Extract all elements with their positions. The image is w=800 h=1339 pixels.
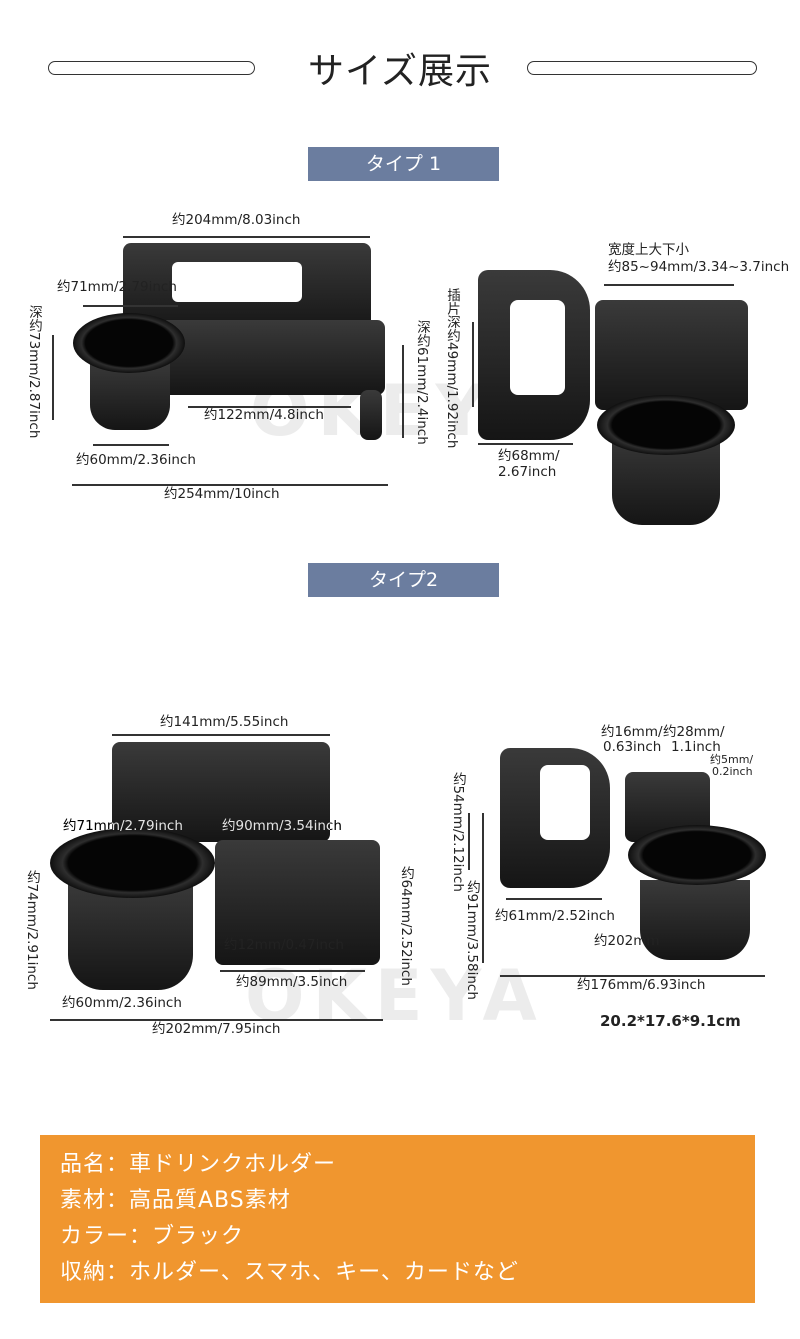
cup-holder — [628, 825, 766, 885]
dim-line — [188, 406, 351, 408]
info-storage: 収納：ホルダー、スマホ、キー、カードなど — [60, 1260, 519, 1285]
overall-size: 20.2*17.6*9.1cm — [600, 1012, 741, 1030]
dim-label: 约71mm/2.79inch — [57, 279, 177, 295]
dim-line — [93, 444, 169, 446]
dim-label: 约60mm/2.36inch — [76, 452, 196, 468]
dim-label: 约64mm/2.52inch — [398, 866, 414, 986]
dim-label: 插片深约49mm/1.92inch — [444, 288, 460, 449]
title-divider-left — [48, 61, 255, 75]
dim-line — [500, 975, 765, 977]
dim-label: 约71mm/2.79inch — [63, 818, 183, 834]
type2-label: タイプ2 — [308, 563, 499, 597]
dim-label: 约204mm/8.03inch — [172, 212, 301, 228]
cup-holder — [597, 395, 735, 455]
dim-label: 约202mm/7.95inch — [152, 1021, 281, 1037]
dim-label: 约254mm/10inch — [164, 486, 280, 502]
cup-holder — [50, 828, 215, 898]
dim-label: 约91mm/3.58inch — [464, 880, 480, 1000]
dim-line — [478, 443, 573, 445]
dim-line — [402, 345, 404, 438]
dim-label: 约89mm/3.5inch — [236, 974, 348, 990]
dim-line — [220, 970, 365, 972]
dim-line — [72, 484, 388, 486]
dim-line — [52, 335, 54, 420]
dim-label: 0.2inch — [712, 765, 753, 778]
dim-label: 约60mm/2.36inch — [62, 995, 182, 1011]
dim-line — [123, 236, 370, 238]
product-tray — [215, 840, 380, 965]
title-divider-right — [527, 61, 757, 75]
dim-label: 0.63inch — [603, 739, 662, 755]
panel-slot — [172, 262, 302, 302]
dim-line — [468, 813, 470, 870]
dim-line — [472, 322, 474, 407]
cup-holder — [73, 313, 185, 373]
dim-label: 约68mm/ — [498, 448, 560, 464]
dim-label: 1.1inch — [671, 739, 721, 755]
cup-body — [68, 880, 193, 990]
info-material: 素材：高品質ABS素材 — [60, 1188, 291, 1213]
product-leg — [360, 390, 382, 440]
product-tray — [160, 320, 385, 395]
dim-label: 约202mm — [594, 933, 660, 949]
dim-label: 约85~94mm/3.34~3.7inch — [608, 259, 790, 275]
dim-label: 宽度上大下小 — [608, 242, 689, 258]
dim-label: 约54mm/2.12inch — [450, 772, 466, 892]
watermark: OKEYA — [245, 955, 545, 1037]
panel-slot — [540, 765, 590, 840]
dim-label: 约90mm/3.54inch — [222, 818, 342, 834]
dim-label: 约28mm/ — [663, 724, 725, 740]
dim-line — [50, 1019, 383, 1021]
page-title: サイズ展示 — [308, 51, 492, 92]
dim-line — [506, 898, 602, 900]
dim-label: 约61mm/2.52inch — [495, 908, 615, 924]
dim-line — [83, 305, 178, 307]
dim-label: 约141mm/5.55inch — [160, 714, 289, 730]
info-name: 品名：車ドリンクホルダー — [60, 1152, 337, 1177]
panel-slot — [510, 300, 565, 395]
cup-body — [640, 880, 750, 960]
dim-label: 约12mm/0.47inch — [224, 937, 344, 953]
dim-label: 约74mm/2.91inch — [24, 870, 40, 990]
dim-line — [604, 284, 734, 286]
product-back-panel — [112, 742, 330, 842]
dim-label: 深约61mm/2.4inch — [414, 320, 430, 445]
dim-label: 约176mm/6.93inch — [577, 977, 706, 993]
dim-label: 深约73mm/2.87inch — [26, 305, 42, 439]
dim-label: 2.67inch — [498, 464, 557, 480]
product-tray — [595, 300, 748, 410]
dim-label: 约122mm/4.8inch — [204, 407, 324, 423]
dim-line — [112, 734, 330, 736]
dim-label: 约16mm/ — [601, 724, 663, 740]
dim-label: 约5mm/ — [710, 753, 754, 766]
type1-label: タイプ 1 — [308, 147, 499, 181]
dim-line — [482, 813, 484, 963]
product-info-box: 品名：車ドリンクホルダー 素材：高品質ABS素材 カラー：ブラック 収納：ホルダ… — [40, 1135, 755, 1303]
info-color: カラー：ブラック — [60, 1224, 245, 1249]
